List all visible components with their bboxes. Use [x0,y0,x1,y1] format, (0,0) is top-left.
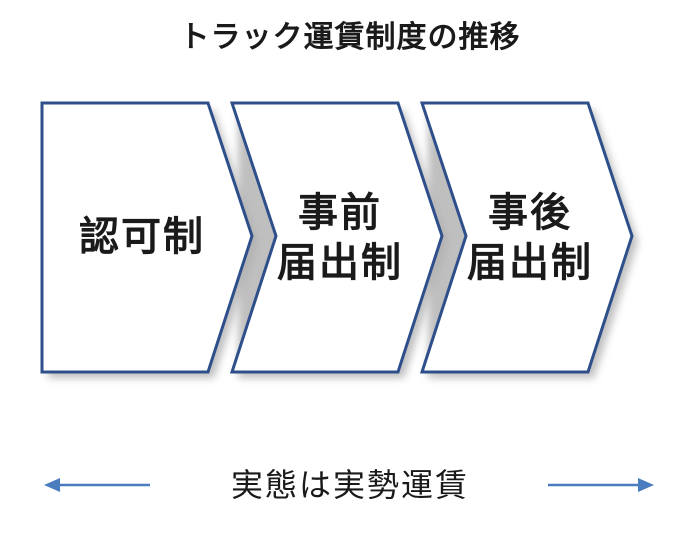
stage-1-line-1: 認可制 [79,214,205,260]
right-arrow-head [638,478,654,492]
stage-2-chevron [229,101,444,374]
footer-caption: 実態は実勢運賃 [230,466,469,504]
stage-3-line-1: 事後 [488,190,572,236]
diagram-title: トラック運賃制度の推移 [179,20,521,55]
stage-1-label: 認可制 [42,212,242,262]
stage-2-label: 事前 届出制 [250,188,430,288]
stage-1-chevron [40,101,254,374]
stage-3-chevron [419,101,634,374]
left-arrow-head [44,478,60,492]
stage-3-line-2: 届出制 [467,240,593,286]
stage-3-label: 事後 届出制 [440,188,620,288]
stage-2-line-1: 事前 [298,190,382,236]
stage-2-line-2: 届出制 [277,240,403,286]
